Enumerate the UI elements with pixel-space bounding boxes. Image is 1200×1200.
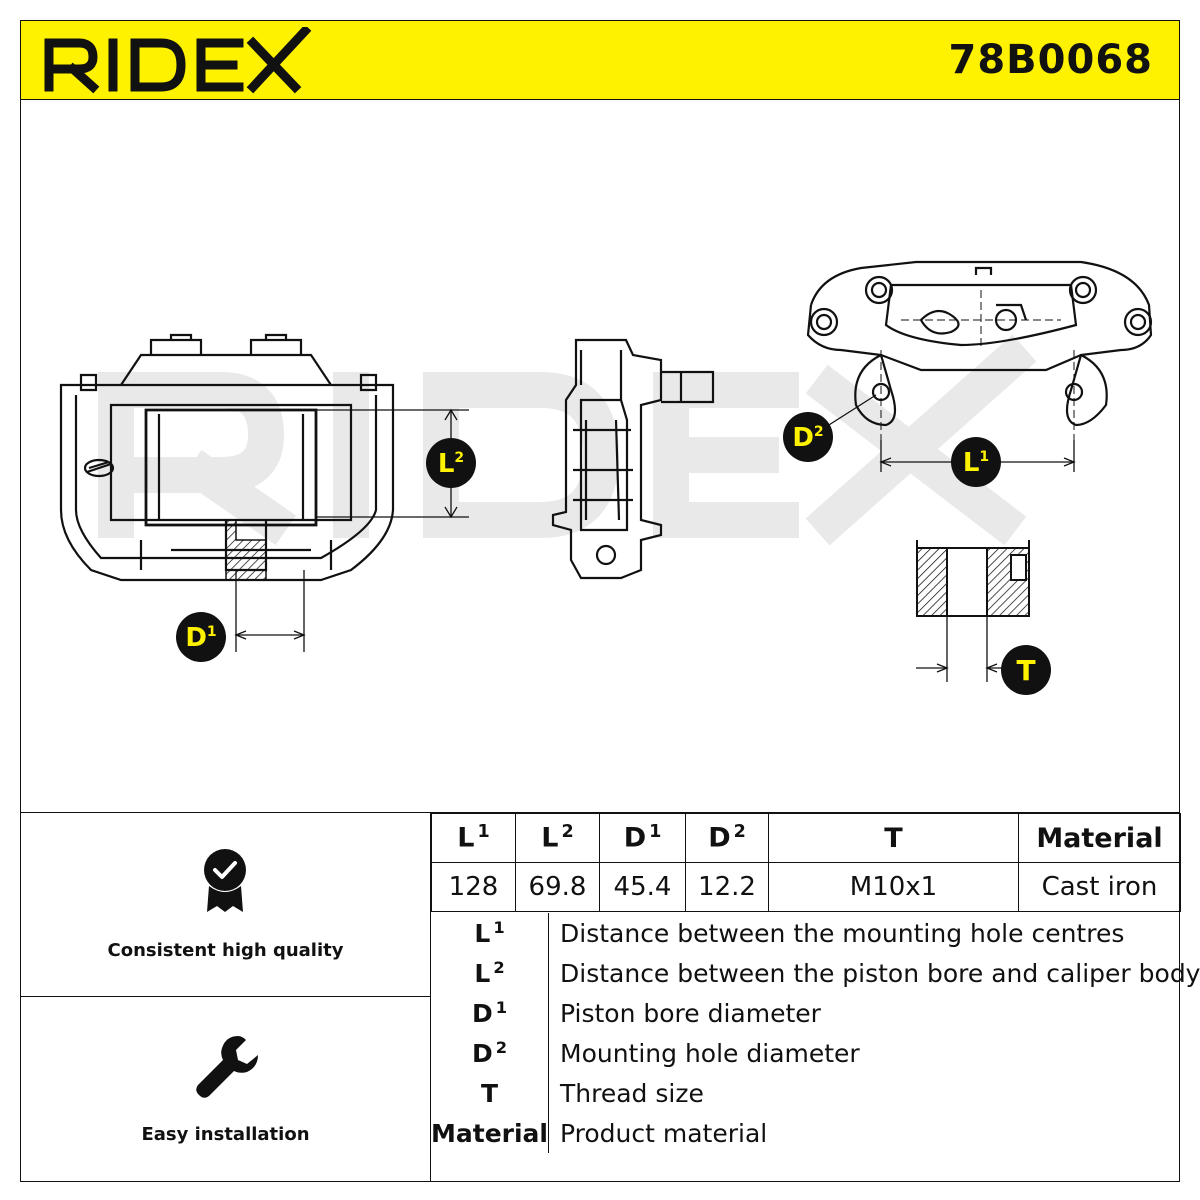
section-divider: [20, 812, 1180, 813]
callout-l2: L2: [426, 438, 476, 488]
callout-t: T: [1001, 645, 1051, 695]
d2-leader: [820, 394, 877, 431]
ridex-logo: [44, 27, 312, 94]
d1-dimension: [234, 570, 306, 652]
part-number: 78B0068: [948, 37, 1153, 83]
spec-header: T: [768, 813, 1019, 863]
spec-value: 12.2: [685, 862, 769, 912]
feature-installation: Easy installation: [20, 997, 431, 1182]
feature-label: Consistent high quality: [107, 940, 344, 961]
legend-row: T Thread size: [431, 1073, 1200, 1113]
thread-section-view: [916, 540, 1030, 617]
callout-l1: L1: [951, 437, 1001, 487]
legend-key: T: [431, 1073, 549, 1113]
header-bar: 78B0068: [20, 20, 1180, 100]
spec-value: 69.8: [515, 862, 600, 912]
spec-value: Cast iron: [1018, 862, 1181, 912]
legend-desc: Piston bore diameter: [560, 998, 821, 1028]
svg-text:D2: D2: [792, 423, 823, 453]
technical-drawing: L2 D1 D2 L1 T: [59, 260, 1153, 695]
caliper-front-view: [59, 333, 395, 582]
spec-value-row: 128 69.8 45.4 12.2 M10x1 Cast iron: [431, 862, 1181, 912]
spec-value: 45.4: [599, 862, 686, 912]
feature-divider: [20, 996, 431, 997]
feature-quality: Consistent high quality: [20, 813, 431, 996]
svg-text:L1: L1: [963, 448, 989, 478]
legend-row: Material Product material: [431, 1113, 1200, 1153]
callout-d2: D2: [783, 412, 833, 462]
column-divider: [430, 813, 431, 1182]
quality-badge-icon: [204, 849, 246, 912]
wrench-icon: [196, 1036, 258, 1098]
t-dimension: [916, 616, 1016, 682]
legend-desc: Distance between the mounting hole centr…: [560, 918, 1125, 948]
legend-desc: Distance between the piston bore and cal…: [560, 958, 1200, 988]
caliper-side-view: [551, 338, 715, 580]
svg-text:T: T: [1016, 654, 1035, 687]
legend-key: Material: [431, 1113, 549, 1153]
callout-d1: D1: [176, 612, 226, 662]
svg-text:D1: D1: [185, 623, 216, 653]
caliper-top-view: [806, 260, 1153, 427]
center-lines: [880, 290, 1075, 440]
spec-header: Material: [1018, 813, 1181, 863]
spec-value: M10x1: [768, 862, 1019, 912]
legend-desc: Product material: [560, 1118, 768, 1148]
feature-label: Easy installation: [141, 1124, 310, 1145]
legend-desc: Thread size: [560, 1078, 704, 1108]
svg-text:L2: L2: [438, 449, 464, 479]
spec-value: 128: [431, 862, 516, 912]
legend-desc: Mounting hole diameter: [560, 1038, 860, 1068]
